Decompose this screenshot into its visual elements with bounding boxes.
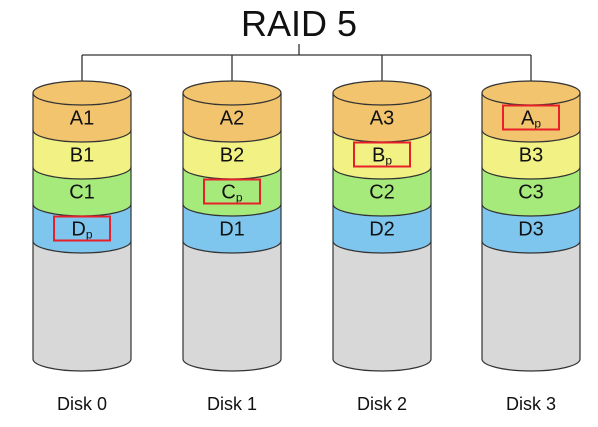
- stripe-band-d: [182, 203, 282, 254]
- disk-top-cap: [32, 80, 132, 106]
- data-block-label: C3: [518, 182, 544, 204]
- stripe-band-b: [481, 129, 581, 180]
- stripe-band-d: [332, 203, 432, 254]
- data-block-label: D1: [219, 219, 245, 241]
- disk-label: Disk 0: [57, 394, 107, 414]
- data-block-label: D3: [518, 219, 544, 241]
- disk-top-cap: [481, 80, 581, 106]
- parity-highlight-box: [203, 178, 261, 205]
- data-block-label: B1: [70, 145, 94, 167]
- data-block-label: C2: [369, 182, 395, 204]
- data-block-label: B3: [519, 145, 543, 167]
- parity-block-label: Ap: [521, 108, 541, 131]
- parity-block-label: Cp: [221, 182, 242, 205]
- disk-free-space: [32, 240, 132, 372]
- stripe-band-b: [32, 129, 132, 180]
- data-block-label: C1: [69, 182, 95, 204]
- disk-label: Disk 1: [207, 394, 257, 414]
- stripe-band-a: [32, 92, 132, 143]
- disk-top-cap: [332, 80, 432, 106]
- parity-block-label: Dp: [71, 219, 92, 242]
- stripe-band-c: [481, 166, 581, 217]
- parity-highlight-box: [353, 141, 411, 168]
- disk-free-space: [481, 240, 581, 372]
- disk-free-space: [182, 240, 282, 372]
- stripe-band-a: [182, 92, 282, 143]
- parity-block-label: Bp: [372, 145, 392, 168]
- disk-top-cap: [182, 80, 282, 106]
- stripe-band-c: [332, 166, 432, 217]
- data-block-label: A1: [70, 108, 94, 130]
- diagram-title: RAID 5: [241, 3, 357, 44]
- data-block-label: B2: [220, 145, 244, 167]
- data-block-label: A2: [220, 108, 244, 130]
- data-block-label: A3: [370, 108, 394, 130]
- disk-free-space: [332, 240, 432, 372]
- parity-highlight-box: [53, 215, 111, 242]
- disk-label: Disk 2: [357, 394, 407, 414]
- data-block-label: D2: [369, 219, 395, 241]
- stripe-band-d: [481, 203, 581, 254]
- array-connector-lines: [81, 44, 532, 81]
- disk-label: Disk 3: [506, 394, 556, 414]
- parity-highlight-box: [502, 104, 560, 131]
